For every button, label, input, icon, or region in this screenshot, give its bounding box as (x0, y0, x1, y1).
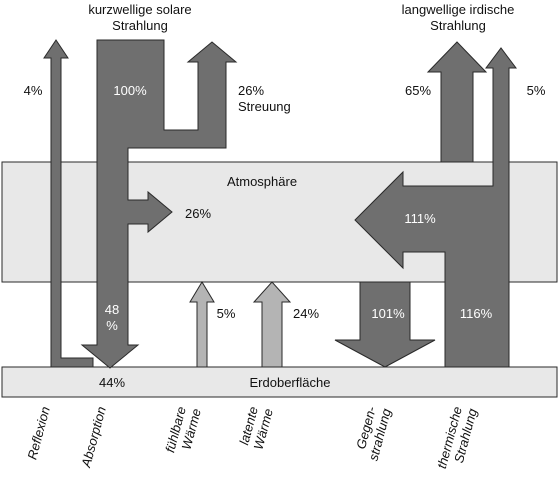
surface-total-value: 44% (99, 375, 125, 390)
absorption-label: Absorption (78, 405, 109, 470)
surface-absorbed-value-line2: % (106, 318, 118, 333)
reflexion-label: Reflexion (24, 405, 53, 461)
incoming-value: 100% (113, 83, 147, 98)
sensible-heat-arrow (189, 281, 215, 368)
scatter-label: Streuung (238, 99, 291, 114)
reflection-arrow (43, 39, 94, 368)
sensible-value: 5% (217, 306, 236, 321)
atm-emission-value: 111% (404, 211, 436, 226)
atmosphere-label: Atmosphäre (227, 174, 297, 189)
reflection-value: 4% (24, 83, 43, 98)
terrestrial-title-line1: langwellige irdische (402, 2, 515, 17)
outgoing-longwave-arrow (426, 41, 488, 163)
latent-value: 24% (293, 306, 319, 321)
solar-incoming-arrow (80, 39, 238, 369)
counter-value: 101% (371, 306, 405, 321)
solar-title-line2: Strahlung (112, 18, 168, 33)
outgoing-longwave-value: 65% (405, 83, 431, 98)
window-value: 5% (527, 83, 546, 98)
counter-radiation-arrow (334, 281, 436, 368)
scatter-value: 26% (238, 83, 264, 98)
atm-absorption-value: 26% (185, 206, 211, 221)
terrestrial-title-line2: Strahlung (430, 18, 486, 33)
thermal-value: 116% (460, 306, 493, 321)
solar-title-line1: kurzwellige solare (88, 2, 191, 17)
thermal-radiation-arrow (354, 47, 517, 368)
surface-label: Erdoberfläche (250, 375, 331, 390)
surface-absorbed-value-line1: 48 (105, 302, 119, 317)
latent-heat-arrow (252, 281, 292, 368)
surface-band (1, 366, 558, 398)
